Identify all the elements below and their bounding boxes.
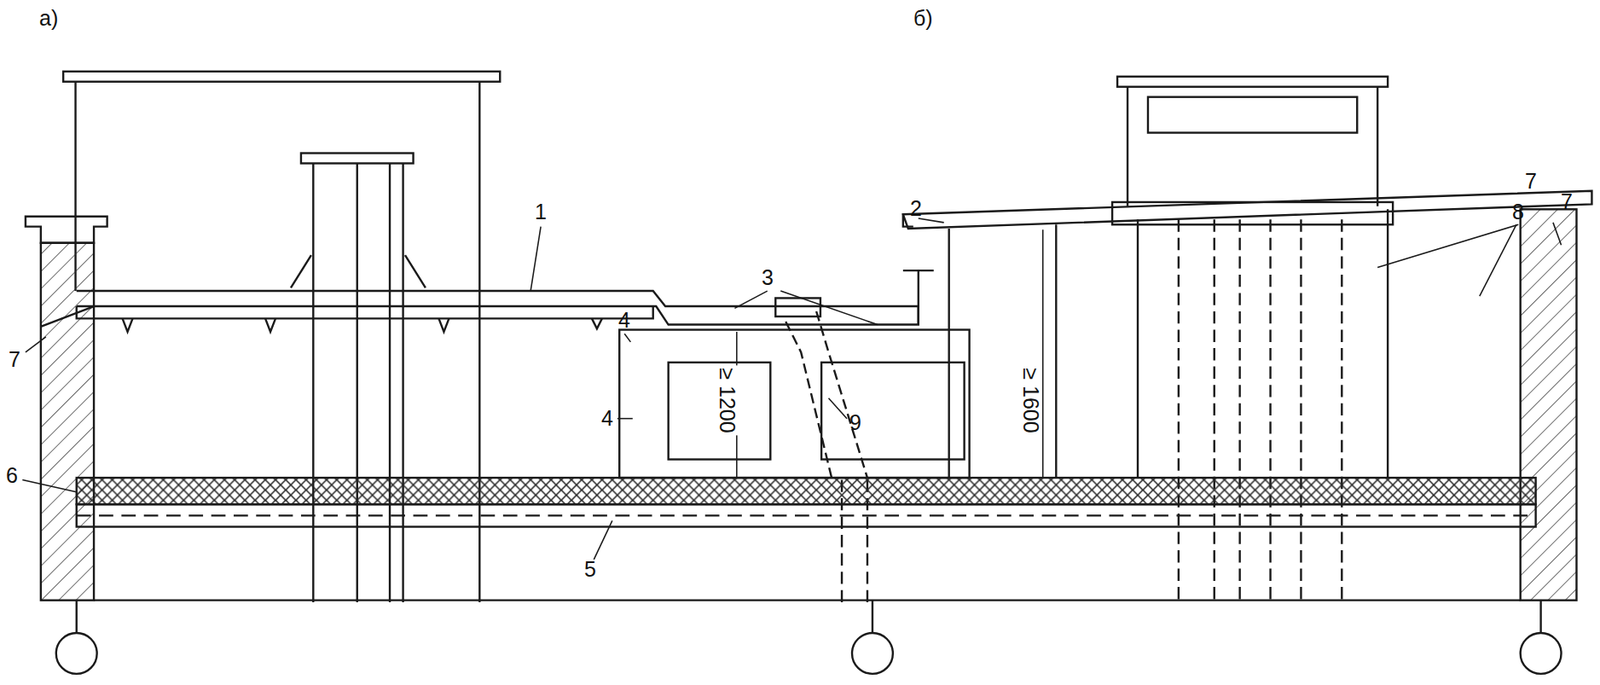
callout-number: 8 bbox=[1512, 201, 1525, 223]
callout-number: 2 bbox=[910, 197, 922, 220]
callout-number: а) bbox=[39, 7, 58, 29]
callout-number: 3 bbox=[761, 266, 774, 289]
callout-number: 7 bbox=[8, 348, 21, 371]
callout-number: 1 bbox=[534, 201, 547, 223]
callout-number: 4 bbox=[601, 407, 614, 429]
callout-number: 5 bbox=[584, 558, 597, 580]
dimension-text: ≥ 1600 bbox=[1019, 365, 1043, 435]
callout-number: 7 bbox=[1524, 170, 1537, 192]
callout-number: 6 bbox=[5, 464, 18, 487]
callout-number: 9 bbox=[849, 411, 862, 434]
callout-number: б) bbox=[913, 7, 934, 29]
callout-number: 4 bbox=[618, 309, 631, 331]
dimension-text: ≥ 1200 bbox=[715, 365, 739, 435]
callout-number: 7 bbox=[1560, 191, 1573, 213]
